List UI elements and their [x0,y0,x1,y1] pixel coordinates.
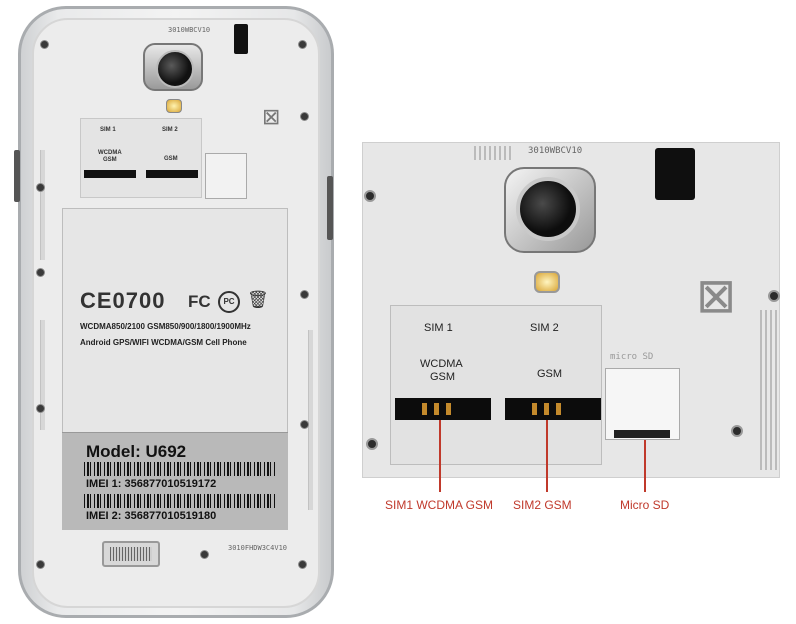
top-part-code: 3010WBCV10 [168,26,211,34]
imei1-barcode [84,462,276,476]
zoom-screw [364,190,376,202]
microsd-slot [205,153,247,199]
imei2-barcode [84,494,276,508]
zoom-crossed-bin-icon: ⊠ [696,270,737,323]
crossed-bin-icon: ⊠ [262,104,281,129]
zoom-flash-led-icon [534,271,560,293]
imei-2: IMEI 2: 356877010519180 [86,510,217,522]
zoom-top-part-code: 3010WBCV10 [528,146,583,156]
sim1-pin [422,403,427,415]
zoom-sim1-label: SIM 1 [424,322,453,334]
callout-line-sim2 [546,420,548,492]
screw [298,40,307,49]
callout-line-microsd [644,440,646,492]
zoom-top-grill [474,146,512,160]
model-number: Model: U692 [86,442,187,461]
sim2-pin [532,403,537,415]
screw [36,268,45,277]
frame-rail-left-lower [40,320,45,430]
zoom-screw [731,425,743,437]
camera-lens-icon [156,50,194,88]
screw [300,290,309,299]
zoom-sim2-type: GSM [537,368,563,380]
zoom-microsd-slot [605,368,680,440]
flash-led-icon [166,99,182,113]
screw [40,40,49,49]
zoom-sim1-type-line2: GSM [430,371,456,383]
sim1-network-type: WCDMA GSM [98,150,122,163]
screw [36,560,45,569]
zoom-cover-latch [655,148,695,200]
screw [300,420,309,429]
zoom-sim2-label: SIM 2 [530,322,559,334]
screw [200,550,209,559]
zoom-sim2-contacts [505,398,601,420]
speaker-mesh [110,547,152,561]
sim1-pin [434,403,439,415]
zoom-microsd-opening [614,430,670,438]
sim2-label: SIM 2 [162,127,178,133]
zoom-screw [366,438,378,450]
imei-label-sticker [62,432,288,530]
callout-sim2: SIM2 GSM [513,498,572,512]
callout-line-sim1 [439,420,441,492]
sim2-pin [544,403,549,415]
sim2-network-type: GSM [164,156,178,162]
power-button [327,176,333,240]
zoom-side-grill [760,310,778,470]
zoom-sim-tray [390,305,602,465]
sim-tray [80,118,202,198]
screw [36,404,45,413]
sim1-label: SIM 1 [100,127,116,133]
sim1-contacts [84,170,136,178]
pc-mark: PC [218,291,240,313]
zoom-sim1-type-line1: WCDMA [420,358,463,370]
bottom-part-code: 3010FHDW3C4V10 [228,544,288,552]
zoom-screw [768,290,780,302]
spec-line-1: WCDMA850/2100 GSM850/900/1800/1900MHz [80,322,251,331]
sim1-pin [446,403,451,415]
volume-button [14,150,20,202]
frame-rail-left-upper [40,150,45,260]
weee-bin-icon: 🗑 [247,290,269,309]
frame-rail-right [308,330,313,510]
screw [36,183,45,192]
fcc-mark: FC [188,292,211,311]
zoom-camera-lens-icon [516,177,580,241]
spec-line-2: Android GPS/WIFI WCDMA/GSM Cell Phone [80,338,247,347]
sim2-pin [556,403,561,415]
sim2-contacts [146,170,198,178]
zoom-sim1-contacts [395,398,491,420]
back-cover-latch [234,24,248,54]
zoom-microsd-mark: micro SD [610,352,654,362]
screw [298,560,307,569]
imei-1: IMEI 1: 356877010519172 [86,478,217,490]
screw [300,112,309,121]
ce-mark: CE0700 [80,288,166,313]
callout-microsd: Micro SD [620,498,670,512]
callout-sim1: SIM1 WCDMA GSM [385,498,494,512]
